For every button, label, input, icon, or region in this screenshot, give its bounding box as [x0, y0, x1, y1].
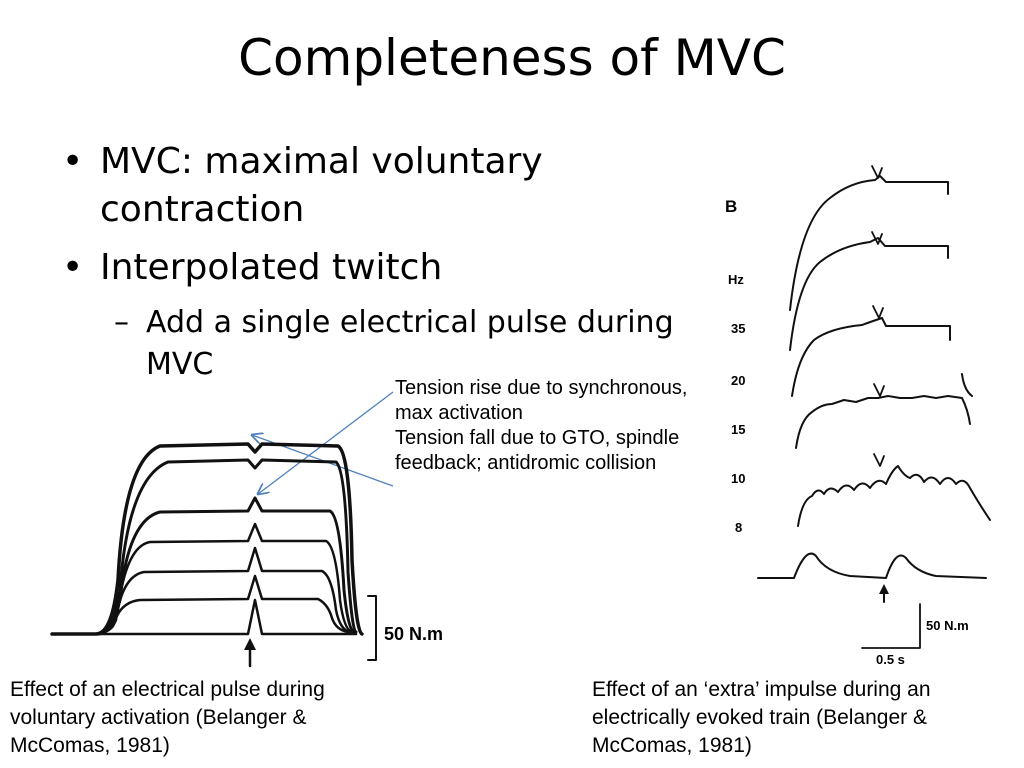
left-figure — [50, 442, 377, 668]
left-stimulus-arrowhead — [244, 638, 256, 650]
bullet-mvc-text: MVC: maximal voluntary contraction — [100, 141, 543, 230]
right-scale-bars — [861, 603, 921, 649]
freq-label-10: 10 — [731, 471, 745, 486]
right-trace-8hz — [797, 465, 991, 527]
left-trace — [98, 522, 354, 636]
caption-left: Effect of an electrical pulse during vol… — [10, 678, 325, 757]
right-marker-arrow — [873, 453, 885, 467]
bullet-interpolated-twitch: • Interpolated twitch — [62, 244, 722, 292]
bullet-dot: • — [62, 141, 84, 182]
right-trace-35hz — [789, 175, 949, 311]
freq-label-20: 20 — [731, 373, 745, 388]
right-panel-label: B — [725, 197, 737, 216]
annotation-tension-rise: Tension rise due to synchronous, max act… — [395, 377, 688, 424]
right-marker-arrow — [871, 231, 883, 245]
bullet-list: • MVC: maximal voluntary contraction • I… — [62, 138, 722, 386]
right-force-scale-label: 50 N.m — [926, 618, 969, 633]
left-scale-label: 50 N.m — [384, 624, 443, 644]
annotation-box: Tension rise due to synchronous, max act… — [395, 376, 725, 476]
left-trace — [98, 546, 352, 636]
left-trace — [98, 574, 350, 636]
right-marker-arrow — [872, 305, 884, 319]
right-trace-20hz — [789, 237, 949, 351]
right-twitch-baseline — [757, 552, 987, 579]
left-trace — [96, 496, 356, 636]
right-trace-15hz — [791, 317, 951, 397]
right-marker-arrow — [873, 383, 885, 397]
freq-label-8: 8 — [735, 520, 742, 535]
right-trace-10hz — [795, 395, 971, 449]
right-time-scale-label: 0.5 s — [876, 652, 905, 667]
freq-label-35: 35 — [731, 321, 745, 336]
annotation-arrow-rise — [258, 391, 394, 494]
left-trace — [50, 598, 358, 636]
right-trace-20hz-tail — [961, 373, 973, 397]
left-trace — [94, 458, 358, 636]
sub-bullet-text: Add a single electrical pulse during MVC — [146, 305, 674, 382]
slide-title: Completeness of MVC — [238, 29, 786, 87]
caption-right: Effect of an ‘extra’ impulse during an e… — [592, 678, 931, 757]
bullet-mvc: • MVC: maximal voluntary contraction — [62, 138, 722, 234]
annotation-tension-fall: Tension fall due to GTO, spindle feedbac… — [395, 427, 680, 474]
right-marker-arrow — [871, 165, 883, 179]
right-unit-label: Hz — [728, 272, 744, 287]
right-figure — [757, 165, 991, 649]
sub-bullet-pulse: – Add a single electrical pulse during M… — [62, 302, 722, 386]
bullet-twitch-text: Interpolated twitch — [100, 247, 443, 288]
freq-label-15: 15 — [731, 422, 745, 437]
left-scale-bar — [367, 595, 377, 661]
right-stimulus-arrowhead — [879, 584, 889, 594]
sub-bullet-dash: – — [114, 305, 129, 340]
left-trace — [50, 442, 364, 636]
bullet-dot: • — [62, 247, 84, 288]
